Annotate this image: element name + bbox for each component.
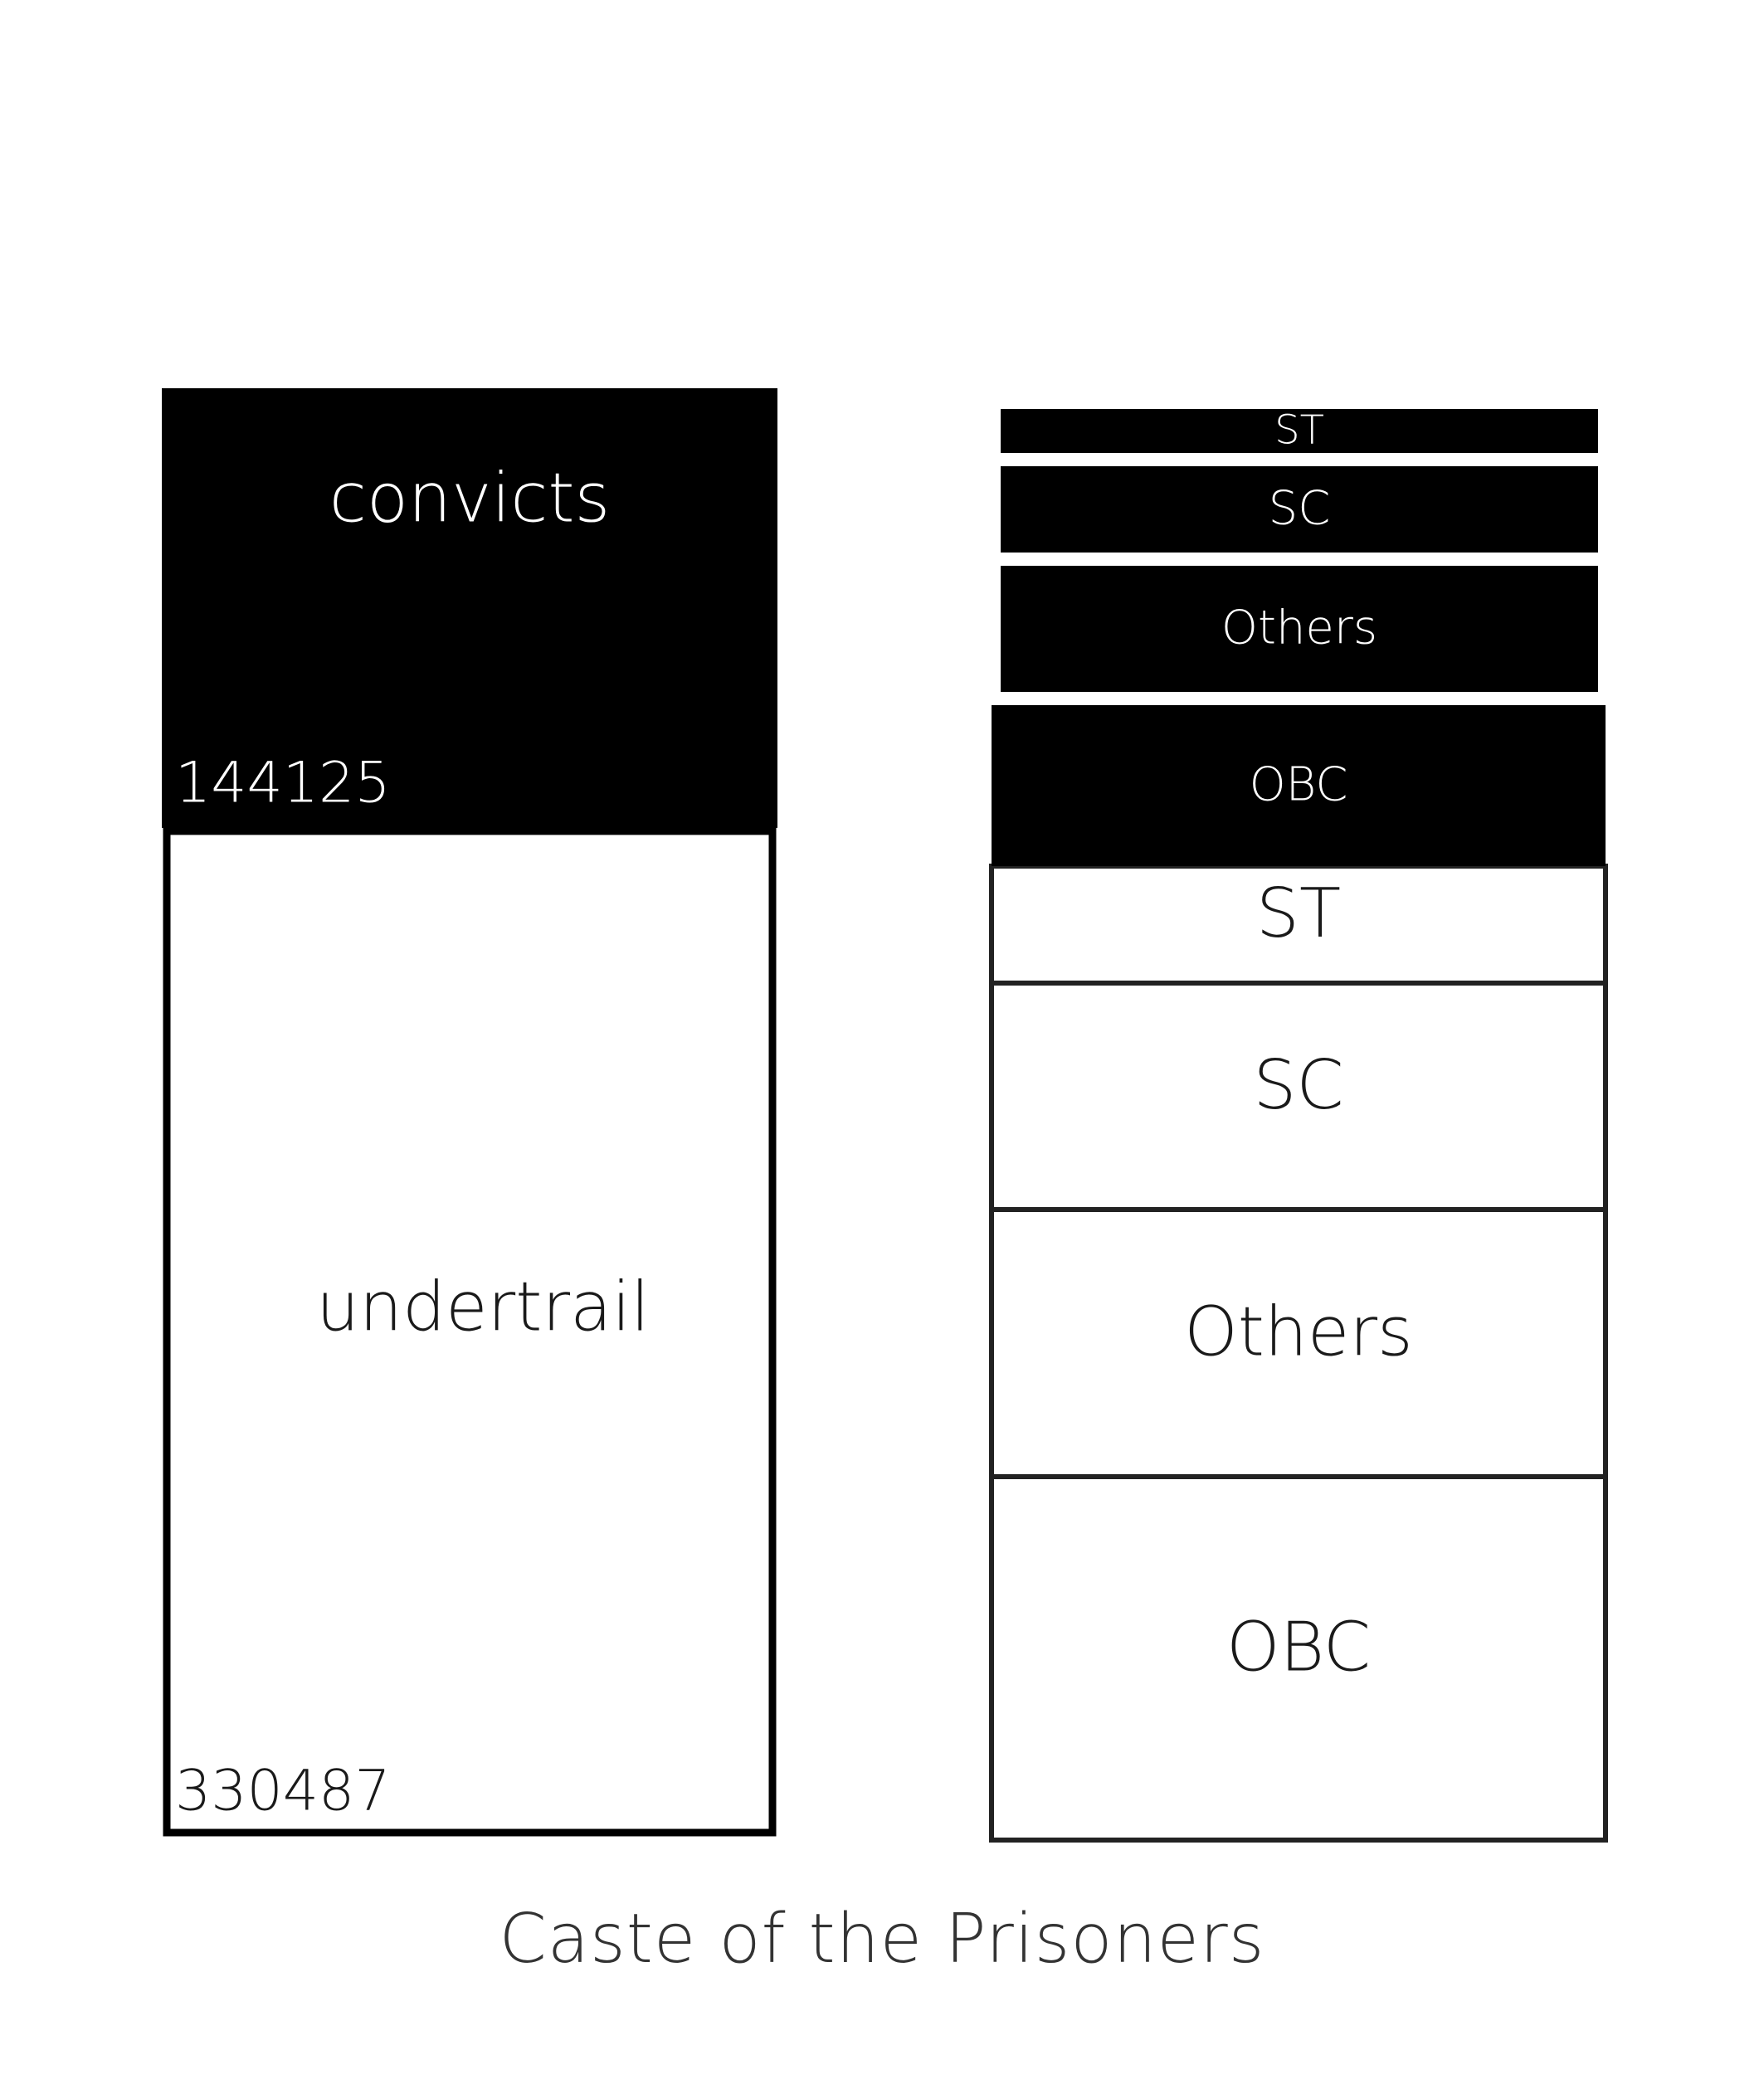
left-bar-undertrail-segment (163, 827, 777, 1837)
right-bar-convicts-others-segment (1001, 566, 1598, 692)
right-bar-undertrail-others-segment (989, 1207, 1608, 1479)
right-bar-undertrail-obc-label: OBC (1226, 1609, 1371, 1687)
right-bar-undertrail-others-label: Others (1184, 1293, 1413, 1372)
left-bar-undertrail-label: undertrail (316, 1268, 650, 1347)
right-bar-undertrail-sc-segment (989, 981, 1608, 1212)
right-bar-convicts-sc-label: SC (1269, 481, 1331, 535)
right-bar-convicts-st-segment (1001, 409, 1598, 453)
right-bar-convicts-st-label: ST (1274, 407, 1324, 454)
left-bar-convicts-segment (162, 388, 777, 828)
chart-title: Caste of the Prisoners (499, 1900, 1265, 1979)
left-bar-convicts-value: 144125 (175, 750, 391, 815)
left-bar-undertrail-value: 330487 (175, 1759, 391, 1824)
right-bar-undertrail-st-label: ST (1256, 874, 1341, 953)
right-bar-convicts-obc-label: OBC (1250, 757, 1348, 811)
left-bar-convicts-label: convicts (329, 459, 611, 538)
right-bar-convicts-sc-segment (1001, 466, 1598, 553)
right-bar-convicts-obc-segment (992, 705, 1606, 866)
right-bar-convicts-others-label: Others (1221, 601, 1377, 655)
right-bar-undertrail-sc-label: SC (1253, 1046, 1343, 1125)
